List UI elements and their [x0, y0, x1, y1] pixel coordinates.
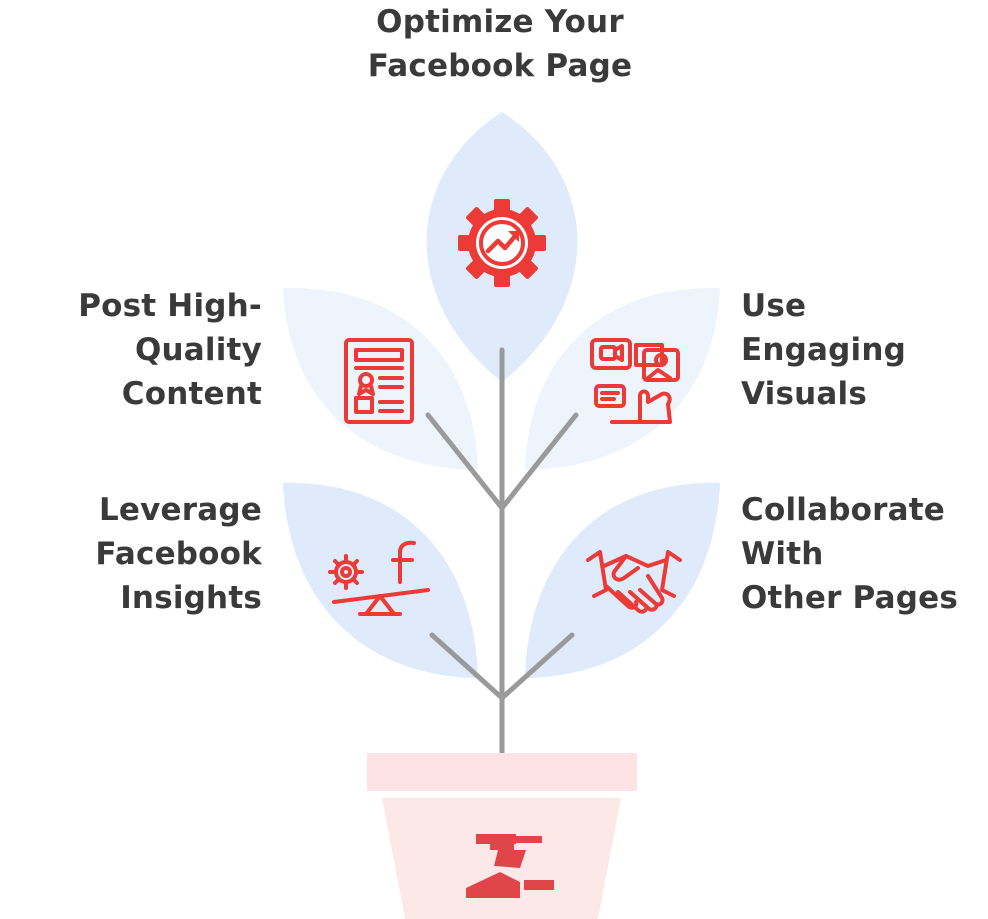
- label-line: Post High-: [78, 288, 262, 324]
- label-line: Content: [121, 376, 262, 412]
- label-line: Quality: [134, 332, 262, 368]
- label-line: Facebook Page: [367, 48, 633, 84]
- social-media-visuals-icon: [590, 338, 680, 424]
- label-line: With: [741, 536, 824, 572]
- label-line: Other Pages: [741, 580, 959, 616]
- label-line: Use: [741, 288, 807, 324]
- label-engaging-visuals: Use Engaging Visuals: [741, 284, 906, 416]
- label-line: Insights: [120, 580, 262, 616]
- label-line: Leverage: [98, 492, 262, 528]
- leaf-right-upper: [525, 287, 720, 470]
- label-line: Collaborate: [741, 492, 945, 528]
- handshake-icon: [586, 550, 682, 614]
- label-line: Visuals: [741, 376, 867, 412]
- stem: [425, 347, 579, 755]
- label-collaborate: Collaborate With Other Pages: [741, 488, 958, 620]
- certificate-document-icon: [344, 338, 414, 424]
- gear-growth-icon: [458, 199, 546, 287]
- label-optimize-page: Optimize Your Facebook Page: [300, 0, 700, 88]
- label-facebook-insights: Leverage Facebook Insights: [95, 488, 262, 620]
- label-line: Engaging: [741, 332, 907, 368]
- label-line: Optimize Your: [376, 4, 624, 40]
- leaf-left-lower: [283, 482, 478, 678]
- label-post-content: Post High- Quality Content: [78, 284, 262, 416]
- label-line: Facebook: [95, 536, 262, 572]
- pot-rim: [367, 753, 637, 791]
- balance-insights-icon: [328, 540, 430, 616]
- brand-logo: [466, 834, 554, 898]
